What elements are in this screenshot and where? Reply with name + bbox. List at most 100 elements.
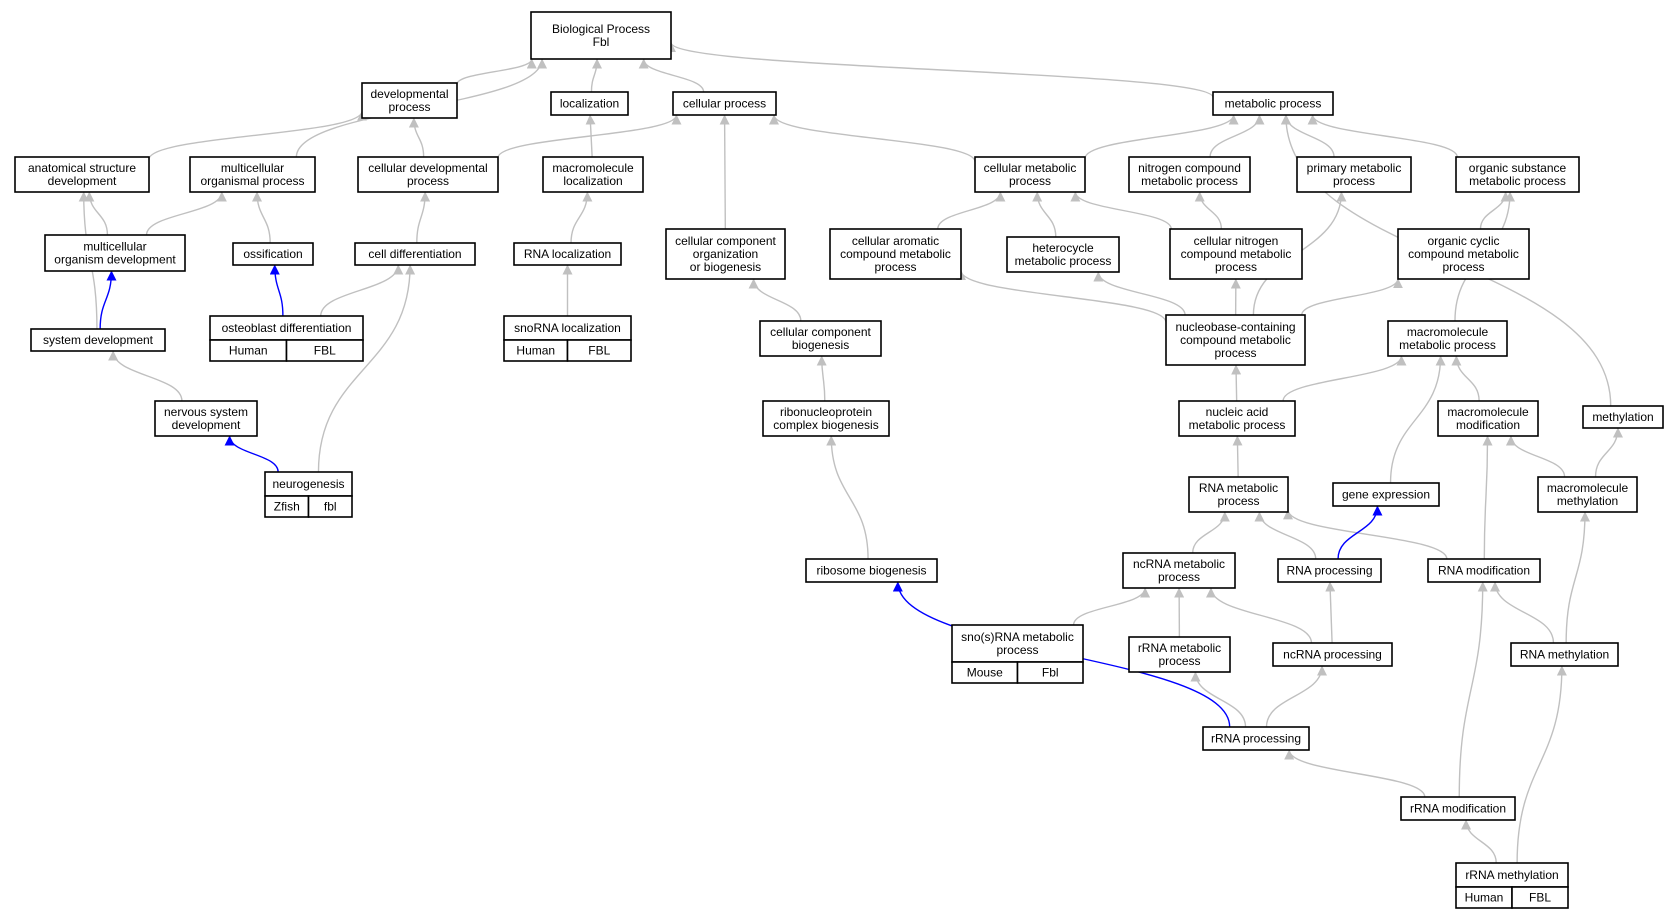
node-label: process bbox=[1158, 570, 1200, 584]
node-box bbox=[1296, 156, 1412, 193]
node-label: osteoblast differentiation bbox=[222, 321, 352, 335]
node-label: nucleic acid bbox=[1206, 405, 1269, 419]
edge-geneexp-to-macromet bbox=[1389, 355, 1446, 484]
node-label: compound metabolic bbox=[840, 247, 951, 261]
node-label: anatomical structure bbox=[28, 161, 136, 175]
edge-sysdev-to-multiorgdev bbox=[99, 270, 117, 330]
edge-orgcyclic-to-orgsubmet bbox=[1479, 191, 1511, 230]
node-label: macromolecule bbox=[1407, 325, 1489, 339]
node-rnamethyl[interactable]: RNA methylation bbox=[1510, 642, 1619, 667]
species-cell: FBL bbox=[285, 339, 364, 362]
node-rnaproc[interactable]: RNA processing bbox=[1277, 558, 1382, 583]
node-label: development bbox=[172, 418, 241, 432]
edge-ncrnaproc-to-rnaproc bbox=[1325, 581, 1336, 644]
node-label: primary metabolic bbox=[1307, 161, 1402, 175]
node-label: cellular developmental bbox=[368, 161, 487, 175]
node-label: RNA methylation bbox=[1520, 648, 1609, 662]
node-label: ncRNA metabolic bbox=[1133, 557, 1225, 571]
node-box bbox=[1582, 405, 1664, 429]
node-label: process bbox=[407, 174, 449, 188]
node-label: cellular nitrogen bbox=[1194, 234, 1279, 248]
node-ossification[interactable]: ossification bbox=[232, 242, 314, 266]
node-label: heterocycle bbox=[1032, 241, 1094, 255]
edge-rrnamethyl-to-rrnamod bbox=[1461, 819, 1497, 864]
node-rnamod[interactable]: RNA modification bbox=[1427, 558, 1541, 583]
edge-localization-to-bp bbox=[590, 58, 603, 93]
edge-nucacid-to-nucleobase bbox=[1231, 364, 1242, 402]
node-label: metabolic process bbox=[1189, 418, 1286, 432]
node-box bbox=[1455, 862, 1569, 888]
node-label: nitrogen compound bbox=[1138, 161, 1241, 175]
node-label: compound metabolic bbox=[1181, 247, 1292, 261]
node-box bbox=[1169, 228, 1303, 280]
node-box bbox=[44, 234, 186, 272]
species-cell-label: FBL bbox=[314, 344, 336, 358]
node-label: process bbox=[1158, 654, 1200, 668]
node-celldiff[interactable]: cell differentiation bbox=[354, 242, 476, 266]
species-cell: FBL bbox=[1511, 886, 1569, 909]
edge-rrnaproc-to-rrnamet bbox=[1190, 671, 1247, 728]
node-geneexp[interactable]: gene expression bbox=[1332, 482, 1440, 507]
node-cellproc[interactable]: cellular process bbox=[672, 91, 777, 116]
node-label: organism development bbox=[54, 253, 176, 267]
node-label: developmental bbox=[370, 87, 448, 101]
node-label: cellular process bbox=[683, 97, 766, 111]
node-sysdev[interactable]: system development bbox=[30, 328, 166, 352]
node-rrnaproc[interactable]: rRNA processing bbox=[1202, 726, 1310, 751]
node-rnaloc[interactable]: RNA localization bbox=[513, 242, 622, 266]
species-cell-box bbox=[1511, 886, 1569, 909]
node-localization[interactable]: localization bbox=[550, 91, 629, 116]
node-metproc[interactable]: metabolic process bbox=[1212, 91, 1334, 116]
node-label: biogenesis bbox=[792, 338, 849, 352]
species-cell: Fbl bbox=[1016, 661, 1084, 684]
edge-macroloc-to-localization bbox=[585, 114, 596, 158]
node-box bbox=[759, 320, 882, 357]
edge-rrnamethyl-to-rnamethyl bbox=[1516, 665, 1567, 864]
node-rrnamod[interactable]: rRNA modification bbox=[1400, 796, 1516, 821]
node-box bbox=[1202, 726, 1310, 751]
node-label: neurogenesis bbox=[272, 477, 344, 491]
node-ribobio[interactable]: ribosome biogenesis bbox=[805, 558, 938, 583]
species-cell-label: Human bbox=[516, 344, 555, 358]
node-methylation[interactable]: methylation bbox=[1582, 405, 1664, 429]
node-box bbox=[951, 624, 1084, 663]
species-cell-label: fbl bbox=[324, 500, 337, 514]
node-label: RNA modification bbox=[1438, 564, 1530, 578]
edge-orgsubmet-to-metproc bbox=[1307, 114, 1458, 158]
node-box bbox=[357, 156, 499, 193]
node-ncrnaproc[interactable]: ncRNA processing bbox=[1272, 642, 1393, 667]
node-label: cellular component bbox=[675, 234, 776, 248]
